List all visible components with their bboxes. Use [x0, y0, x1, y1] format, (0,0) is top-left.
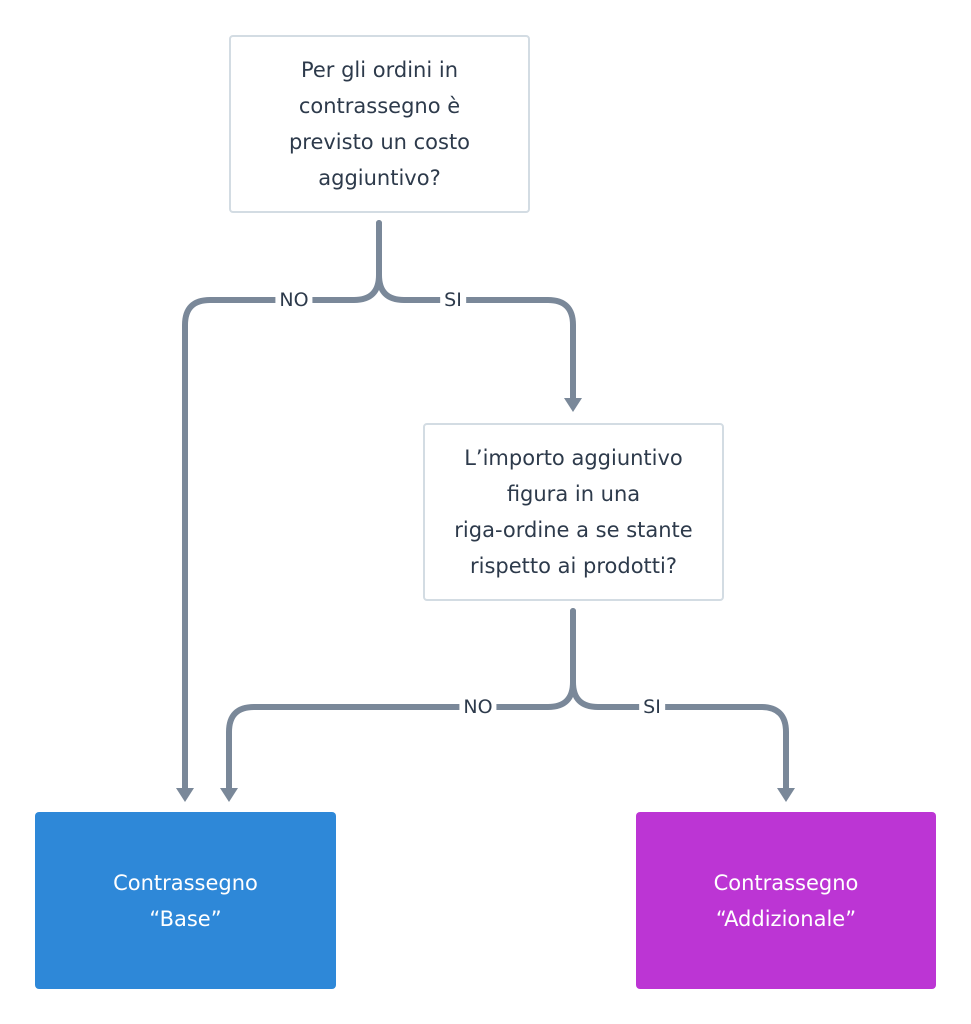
- arrowhead-q2-yes: [777, 788, 795, 802]
- arrowhead-q2-no: [220, 788, 238, 802]
- outcome-box-additional: Contrassegno “Addizionale”: [636, 812, 936, 989]
- edge-label-q2-yes: SI: [639, 695, 665, 719]
- edge-label-q1-yes: SI: [440, 288, 466, 312]
- arrowhead-q1-yes: [564, 398, 582, 412]
- edge-label-q1-no: NO: [275, 288, 313, 312]
- outcome-text-additional: Contrassegno “Addizionale”: [713, 870, 859, 931]
- connector-q2-no: [226, 608, 576, 793]
- question-text-cod-extra-cost: Per gli ordini in contrassegno è previst…: [288, 58, 471, 190]
- arrowhead-q1-no: [176, 788, 194, 802]
- outcome-text-base: Contrassegno “Base”: [113, 870, 258, 931]
- question-box-separate-order-line: L’importo aggiuntivo figura in una riga-…: [423, 423, 724, 601]
- connector-q2-yes: [570, 608, 789, 793]
- edge-label-q2-no: NO: [459, 695, 497, 719]
- question-box-cod-extra-cost: Per gli ordini in contrassegno è previst…: [229, 35, 530, 213]
- outcome-box-base: Contrassegno “Base”: [35, 812, 336, 989]
- connector-q1-yes: [376, 220, 576, 401]
- question-text-separate-order-line: L’importo aggiuntivo figura in una riga-…: [454, 446, 693, 578]
